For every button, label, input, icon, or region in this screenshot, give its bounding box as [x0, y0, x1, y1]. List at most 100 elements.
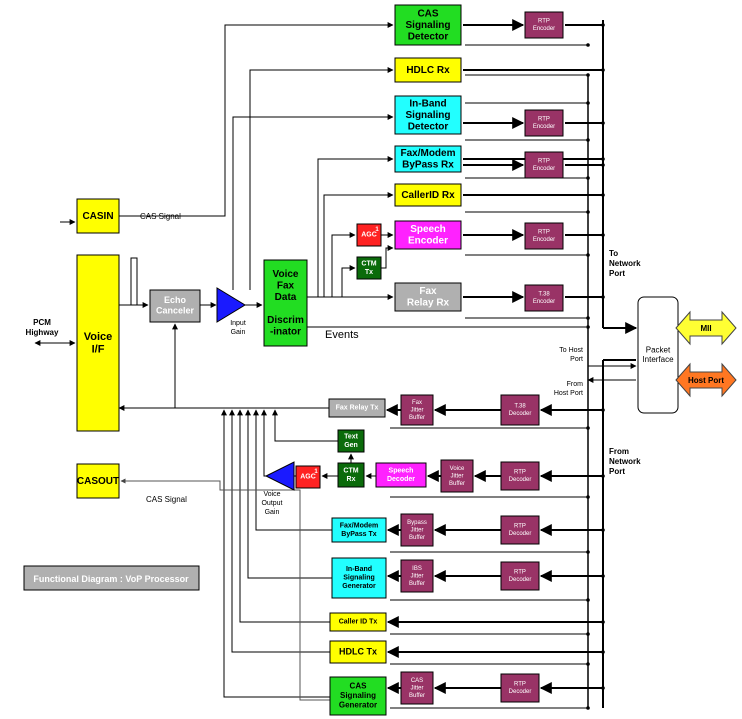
voice-jitter-label: Buffer: [449, 481, 465, 487]
callerid-tx-to-sum: [237, 409, 330, 623]
junction-dot: [586, 706, 590, 710]
junction-dot: [586, 210, 590, 214]
callerid-tx-block: [329, 612, 387, 632]
junction-dot: [601, 528, 605, 532]
faxmodem-rx-label: Fax/Modem: [400, 148, 455, 159]
rtp-enc-2-label: Encoder: [533, 124, 555, 130]
voice-if-label: I/F: [92, 343, 105, 355]
fax-relay-rx-label: Relay Rx: [407, 298, 450, 309]
superscript-note: 1: [314, 469, 318, 475]
cas-det-block: [394, 4, 462, 46]
cas-signal-out-label: CAS Signal: [146, 495, 187, 504]
faxmodem-tx-to-sum: [253, 409, 332, 531]
to-host-port-label: Port: [570, 356, 583, 363]
inband-det-label: Detector: [408, 121, 449, 132]
ctm-tx-label: CTM: [361, 260, 376, 267]
to-network-port-label: Port: [609, 269, 625, 278]
faxmodem-tx-label: ByPass Tx: [341, 531, 377, 538]
t38-dec-label: Decoder: [509, 411, 532, 417]
packet-interface-block: [637, 296, 679, 414]
fax-jitter-label: Jitter: [410, 407, 423, 413]
t38-enc-label: T.38: [538, 292, 550, 298]
inband-det-label: In-Band: [409, 98, 446, 109]
ctm-tx-block: [356, 256, 382, 280]
text-gen-to-output: [272, 409, 338, 442]
voice-gain-to-sum: [261, 409, 267, 477]
hdlc-tx-block: [329, 640, 387, 664]
text-gen-label: Gen: [344, 442, 358, 449]
to-ctm-tx: [341, 265, 356, 297]
junction-dot: [586, 632, 590, 636]
ctm-rx-label: Rx: [347, 476, 356, 483]
inband-gen-label: Generator: [342, 583, 376, 590]
cas-gen-label: CAS: [350, 682, 368, 691]
inband-gen-block: [331, 557, 387, 599]
blocks-layer: [23, 4, 737, 716]
junction-dot: [601, 650, 605, 654]
mii-label: MII: [700, 324, 711, 333]
to-inband-detector: [232, 114, 394, 290]
agc-tx-block: [295, 465, 321, 489]
speech-dec-label: Decoder: [387, 476, 415, 483]
fax-jitter-label: Buffer: [409, 415, 425, 421]
voice-output-gain-triangle: [264, 461, 295, 491]
text-gen-block: [337, 429, 365, 453]
from-host-port-label: From: [567, 381, 584, 388]
rtp-dec-2-label: Decoder: [509, 531, 532, 537]
hdlc-tx-label: HDLC Tx: [339, 646, 377, 656]
rtp-dec-2-block: [500, 515, 540, 545]
agc-tx-label: AGC: [300, 474, 316, 481]
agc-rx-label: AGC: [361, 232, 377, 239]
caption-box: [23, 565, 200, 591]
junction-dot: [586, 426, 590, 430]
input-gain-label: Gain: [231, 329, 246, 336]
packet-interface-label: Packet: [646, 345, 671, 354]
echo-canceler-block: [149, 289, 201, 323]
speech-dec-block: [375, 462, 427, 488]
voice-fax-data-label: Discrim: [267, 315, 304, 326]
cas-det-label: Signaling: [406, 20, 451, 31]
cas-gen-block: [329, 676, 387, 716]
inband-det-block: [394, 95, 462, 135]
host-port-label: Host Port: [688, 376, 724, 385]
voice-output-gain-label: Voice: [263, 491, 280, 498]
rtp-enc-3-block: [524, 151, 564, 179]
rtp-enc-4-block: [524, 222, 564, 250]
voice-jitter-label: Voice: [450, 466, 465, 472]
from-host-port-label: Host Port: [554, 390, 583, 397]
bypass-jitter-label: Jitter: [410, 527, 423, 533]
junction-dot: [586, 550, 590, 554]
rtp-enc-1-label: Encoder: [533, 26, 555, 32]
rtp-enc-4-label: Encoder: [533, 237, 555, 243]
rtp-enc-2-label: RTP: [538, 117, 550, 123]
junction-dot: [586, 138, 590, 142]
casin-block: [76, 198, 120, 234]
hdlc-tx-to-sum: [229, 409, 330, 653]
inband-gen-to-sum: [245, 409, 332, 579]
to-network-port-label: Network: [609, 259, 641, 268]
rtp-dec-2-label: RTP: [514, 524, 526, 530]
junction-dot: [586, 316, 590, 320]
rtp-enc-3-label: Encoder: [533, 166, 555, 172]
bypass-jitter-block: [400, 513, 434, 547]
faxmodem-rx-block: [394, 145, 462, 173]
rtp-enc-1-block: [524, 11, 564, 39]
t38-dec-label: T.38: [514, 404, 526, 410]
cas-gen-to-sum: [221, 409, 330, 698]
junction-dot: [586, 325, 590, 329]
cas-gen-label: Signaling: [340, 691, 376, 700]
from-network-port-label: From: [609, 447, 629, 456]
rtp-dec-1-label: RTP: [514, 470, 526, 476]
hdlc-rx-block: [394, 57, 462, 83]
cas-gen-to-casout: [120, 478, 330, 701]
junction-dot: [586, 101, 590, 105]
junction-dot: [601, 157, 605, 161]
input-gain-triangle: [216, 287, 246, 323]
hdlc-rx-label: HDLC Rx: [406, 65, 450, 76]
fax-relay-tx-block: [328, 398, 386, 418]
inband-gen-label: In-Band: [346, 566, 372, 573]
casin-to-cas-detector: [119, 22, 394, 217]
text-gen-label: Text: [344, 433, 359, 440]
cas-det-label: Detector: [408, 31, 449, 42]
